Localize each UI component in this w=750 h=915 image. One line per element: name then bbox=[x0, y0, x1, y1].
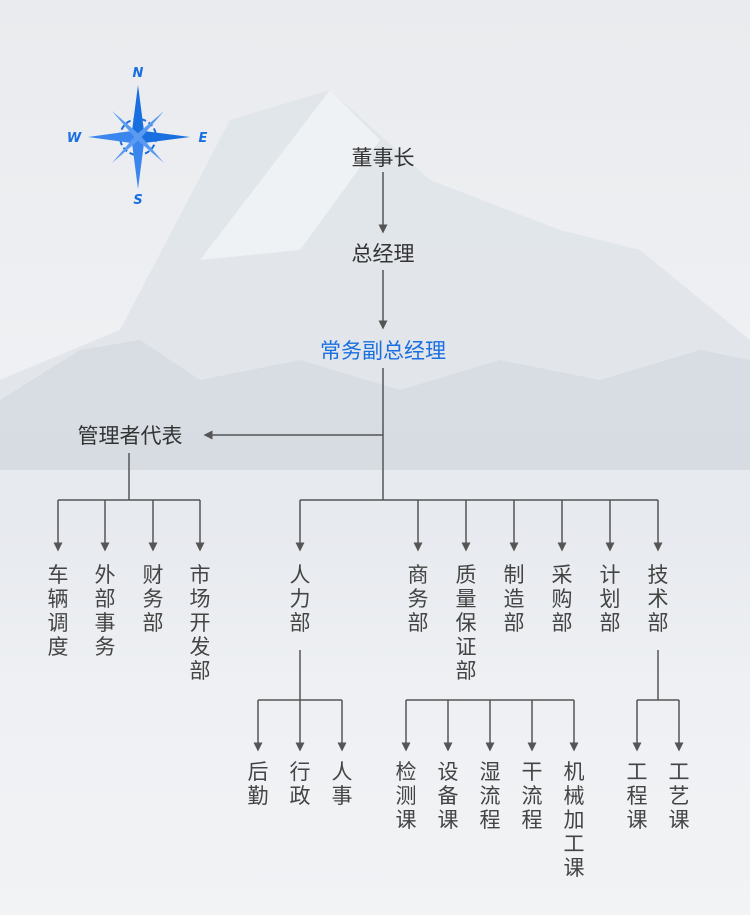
node-equipment: 设备课 bbox=[437, 760, 459, 832]
compass-s: S bbox=[133, 193, 142, 208]
node-process-craft: 工艺课 bbox=[668, 760, 690, 832]
node-market-dev: 市场开发部 bbox=[189, 563, 211, 683]
compass-n: N bbox=[133, 66, 144, 81]
node-machining: 机械加工课 bbox=[563, 760, 585, 880]
node-executive-deputy-gm: 常务副总经理 bbox=[320, 339, 446, 363]
node-manufacturing: 制造部 bbox=[503, 563, 525, 635]
node-engineering: 工程课 bbox=[626, 760, 648, 832]
node-planning: 计划部 bbox=[599, 563, 621, 635]
node-general-manager: 总经理 bbox=[351, 242, 415, 266]
node-dry-process: 干流程 bbox=[521, 760, 543, 832]
node-personnel: 人事 bbox=[331, 760, 353, 808]
node-hr: 人力部 bbox=[289, 563, 311, 635]
compass-rose: N S W E bbox=[60, 60, 220, 214]
node-finance: 财务部 bbox=[142, 563, 164, 635]
node-logistics: 后勤 bbox=[247, 760, 269, 808]
node-inspection: 检测课 bbox=[395, 760, 417, 832]
node-wet-process: 湿流程 bbox=[479, 760, 501, 832]
node-commerce: 商务部 bbox=[407, 563, 429, 635]
node-quality: 质量保证部 bbox=[455, 563, 477, 683]
compass-w: W bbox=[67, 131, 82, 146]
compass-e: E bbox=[199, 131, 208, 146]
node-external-affairs: 外部事务 bbox=[94, 563, 116, 659]
node-admin: 行政 bbox=[289, 760, 311, 808]
node-purchasing: 采购部 bbox=[551, 563, 573, 635]
node-management-rep: 管理者代表 bbox=[77, 424, 183, 448]
node-vehicle-dispatch: 车辆调度 bbox=[47, 563, 69, 659]
node-technology: 技术部 bbox=[647, 563, 669, 635]
node-chairman: 董事长 bbox=[351, 146, 415, 170]
